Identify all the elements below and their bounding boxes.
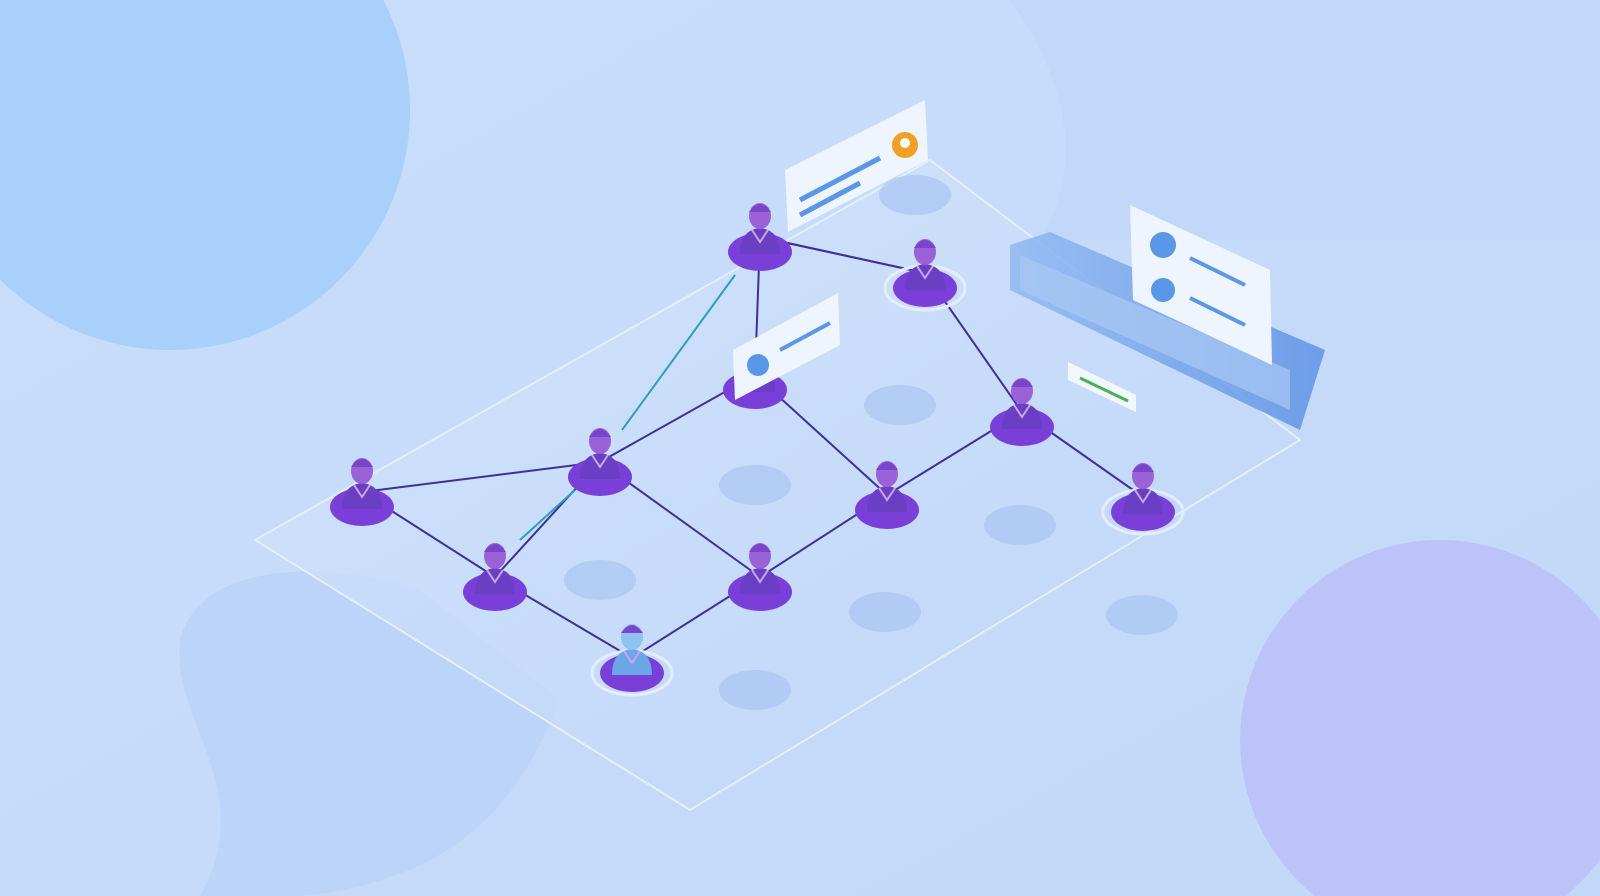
team-member-node[interactable] (728, 203, 792, 271)
team-member-node[interactable] (728, 543, 792, 611)
empty-slots (564, 175, 1178, 710)
team-member-node[interactable] (855, 461, 919, 529)
team-member-node[interactable] (1101, 463, 1185, 536)
person-icon (612, 624, 652, 675)
empty-slot (719, 465, 791, 505)
connection-arrow (621, 274, 736, 431)
clipboard-icon (1150, 232, 1176, 258)
device-panel (1010, 232, 1325, 430)
person-icon (580, 428, 620, 479)
person-icon (1123, 463, 1163, 514)
person-icon (867, 461, 907, 512)
empty-slot (984, 505, 1056, 545)
empty-slot (879, 175, 951, 215)
empty-slot (564, 560, 636, 600)
empty-slot (864, 385, 936, 425)
empty-slot (849, 592, 921, 632)
task-card (1130, 205, 1272, 365)
background-blob (1240, 540, 1600, 896)
message-bubble (1068, 362, 1136, 412)
empty-slot (719, 670, 791, 710)
person-icon (342, 458, 382, 509)
person-icon (740, 543, 780, 594)
person-icon (475, 543, 515, 594)
connection-arrow (519, 489, 576, 541)
team-member-node[interactable] (568, 428, 632, 496)
person-icon (905, 239, 945, 290)
background-blob (1010, 0, 1600, 240)
info-card (785, 100, 928, 232)
person-icon (740, 203, 780, 254)
empty-slot (1106, 595, 1178, 635)
team-member-node[interactable] (590, 624, 674, 697)
connection-line (361, 461, 601, 493)
team-member-node[interactable] (463, 543, 527, 611)
chat-bubble-icon (747, 354, 769, 376)
team-member-node[interactable] (990, 378, 1054, 446)
team-member-node[interactable] (330, 458, 394, 526)
background-blob (0, 0, 410, 350)
person-icon (1002, 378, 1042, 429)
chat-card (733, 293, 840, 400)
team-member-node[interactable] (883, 239, 967, 312)
